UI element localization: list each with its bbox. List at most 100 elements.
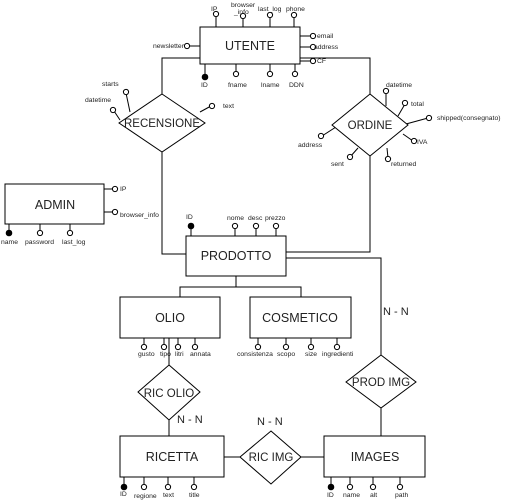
relationship-ric-img[interactable]: [239, 430, 302, 485]
attr-utente-email: email: [317, 33, 334, 40]
attr-cosmetico-size: size: [305, 351, 317, 358]
relationship-recensione-label: RECENSIONE: [124, 118, 200, 130]
attr-ricetta-regione: regione: [134, 493, 157, 500]
relationship-recensione[interactable]: [118, 93, 206, 153]
attr-recensione-text: text: [223, 103, 234, 110]
attr-dot-admin-password: [36, 229, 44, 237]
attr-dot-utente-cf: [309, 57, 317, 65]
attr-dot-olio-litri: [174, 343, 182, 351]
entity-cosmetico[interactable]: [249, 296, 352, 339]
attr-dot-recensione-text: [208, 102, 216, 110]
attr-utente-newsletter: newsletter: [153, 43, 185, 50]
relationship-ric-olio-label: RIC OLIO: [144, 388, 195, 400]
attr-dot-utente-lname: [266, 70, 274, 78]
attr-cosmetico-scopo: scopo: [277, 351, 295, 358]
attr-olio-annata: annata: [190, 351, 211, 358]
line-ordine-prodotto: [286, 156, 371, 253]
attr-olio-tipo: tipo: [160, 351, 171, 358]
line-recensione-starts: [125, 92, 131, 113]
entity-olio-label: OLIO: [155, 311, 185, 325]
attr-ordine-total: total: [411, 101, 424, 108]
attr-utente-browser-info: browser _info: [231, 2, 257, 16]
attr-ordine-datetime: datetime: [386, 82, 412, 89]
attr-dot-ordine-address: [317, 132, 325, 140]
line-ordine-address: [321, 126, 337, 137]
attr-dot-images-alt: [369, 483, 377, 491]
attr-utente-lname: lname: [261, 82, 280, 89]
attr-recensione-starts: starts: [102, 81, 119, 88]
attr-admin-ip: IP: [120, 186, 127, 193]
attr-dot-images-id-key: [327, 483, 335, 491]
attr-dot-ricetta-regione: [140, 483, 148, 491]
attr-dot-recensione-datetime: [109, 106, 117, 114]
attr-dot-ricetta-title: [190, 483, 198, 491]
entity-ricetta-label: RICETTA: [146, 450, 199, 464]
attr-dot-cosmetico-scopo: [282, 343, 290, 351]
attr-ordine-address: address: [298, 142, 323, 149]
entity-utente[interactable]: [199, 26, 301, 65]
entity-cosmetico-label: COSMETICO: [262, 311, 338, 325]
attr-utente-id: ID: [201, 82, 208, 89]
attr-dot-admin-name-key: [5, 229, 13, 237]
entity-prodotto[interactable]: [185, 235, 287, 277]
line-utente-ordine: [300, 57, 371, 94]
attr-dot-utente-ddn: [291, 70, 299, 78]
attr-dot-admin-ip: [111, 185, 119, 193]
attr-dot-utente-lastlog: [266, 11, 274, 19]
attr-admin-lastlog: last_log: [62, 239, 86, 246]
attr-dot-prodotto-nome: [231, 222, 239, 230]
entity-admin-label: ADMIN: [35, 198, 75, 212]
line-specialization-olio: [179, 286, 302, 297]
attr-dot-ricetta-id-key: [120, 483, 128, 491]
line-recensione-prodotto: [161, 152, 186, 255]
entity-images-label: IMAGES: [351, 450, 400, 464]
attr-ricetta-title: title: [189, 492, 200, 499]
relationship-ric-olio[interactable]: [137, 364, 201, 421]
line-utente-recensione: [161, 57, 200, 94]
entity-images[interactable]: [323, 435, 426, 478]
attr-olio-litri: litri: [175, 351, 184, 358]
attr-utente-phone: phone: [286, 6, 305, 13]
attr-admin-name: name: [1, 239, 18, 246]
attr-ricetta-text: text: [163, 492, 174, 499]
attr-dot-prodotto-desc: [252, 222, 260, 230]
attr-dot-utente-ip: [212, 10, 220, 18]
entity-admin[interactable]: [4, 183, 105, 225]
cardinality-ric-img: N - N: [257, 416, 283, 428]
attr-dot-utente-newsletter: [183, 42, 191, 50]
attr-dot-cosmetico-size: [307, 343, 315, 351]
cardinality-prod-img: N - N: [383, 306, 409, 318]
attr-recensione-datetime: datetime: [85, 97, 111, 104]
entity-utente-label: UTENTE: [225, 39, 275, 53]
attr-ordine-returned: returned: [391, 161, 417, 168]
line-ordine-total: [397, 103, 406, 117]
attr-ricetta-id: ID: [120, 491, 127, 498]
relationship-ordine-label: ORDINE: [348, 120, 393, 132]
attr-dot-prodotto-id-key: [187, 222, 195, 230]
attr-ordine-sent: sent: [331, 161, 344, 168]
attr-prodotto-nome: nome: [227, 215, 244, 222]
line-prodotto-prodimg: [286, 257, 382, 355]
attr-dot-ordine-shipped: [425, 114, 433, 122]
attr-utente-address: address: [314, 44, 339, 51]
attr-admin-browser-info: browser_info: [120, 212, 159, 219]
attr-dot-olio-tipo: [160, 343, 168, 351]
attr-prodotto-desc: desc: [248, 215, 263, 222]
attr-ordine-iva: IVA: [417, 139, 428, 146]
attr-olio-gusto: gusto: [138, 351, 155, 358]
attr-dot-ordine-datetime: [382, 87, 390, 95]
entity-ricetta[interactable]: [119, 435, 225, 478]
line-ordine-shipped: [405, 117, 429, 125]
attr-dot-utente-browser: [239, 12, 247, 20]
attribute-markers: [5, 10, 433, 491]
attr-ordine-shipped: shipped(consegnato): [437, 115, 500, 122]
entity-olio[interactable]: [119, 296, 221, 339]
attr-dot-recensione-starts: [122, 88, 130, 96]
relationship-ordine[interactable]: [331, 93, 409, 157]
attr-prodotto-id: ID: [186, 214, 193, 221]
line-recensione-datetime: [113, 110, 121, 121]
relationship-prod-img[interactable]: [345, 354, 417, 409]
attr-images-id: ID: [327, 492, 334, 499]
attr-utente-browser-info-line2: _info: [233, 9, 249, 16]
